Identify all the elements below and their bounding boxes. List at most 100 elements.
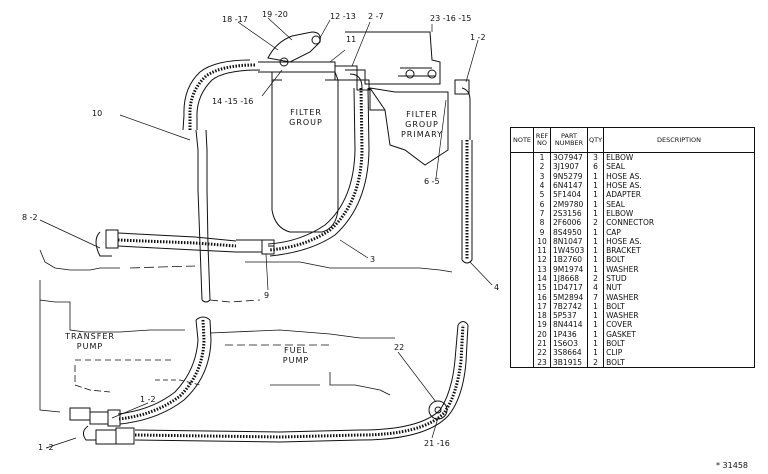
cell-ref: 7 — [533, 208, 551, 219]
table-header-row: NOTE REF NO PART NUMBER QTY DESCRIPTION — [510, 127, 755, 153]
cell-desc: BOLT — [603, 255, 755, 265]
transfer-pump-label: TRANSFER PUMP — [65, 332, 115, 351]
callout-4: 4 — [494, 283, 500, 292]
cell-note — [510, 152, 534, 163]
cell-note — [510, 329, 534, 339]
cell-ref: 22 — [533, 348, 551, 358]
callout-8-2: 8 -2 — [22, 213, 38, 222]
cell-ref: 3 — [533, 171, 551, 181]
cell-desc: ELBOW — [603, 208, 755, 219]
header-ref-no: REF NO — [533, 127, 551, 153]
cell-desc: HOSE AS. — [603, 236, 755, 246]
cell-desc: ADAPTER — [603, 190, 755, 200]
cell-ref: 1 — [533, 152, 551, 163]
cell-ref: 18 — [533, 311, 551, 321]
cell-ref: 14 — [533, 273, 551, 284]
cell-note — [510, 245, 534, 256]
cell-note — [510, 190, 534, 200]
callout-3: 3 — [370, 255, 376, 264]
cell-desc: HOSE AS. — [603, 171, 755, 181]
cell-desc: HOSE AS. — [603, 180, 755, 191]
cell-ref: 16 — [533, 292, 551, 302]
cell-part: 1W4503 — [550, 245, 588, 256]
cell-note — [510, 199, 534, 209]
bracket — [345, 31, 441, 85]
cell-ref: 17 — [533, 301, 551, 312]
cell-desc: ELBOW — [603, 152, 755, 163]
callout-10: 10 — [92, 109, 103, 118]
cell-note — [510, 255, 534, 265]
cell-ref: 8 — [533, 218, 551, 228]
cell-qty: 1 — [586, 338, 605, 349]
cell-note — [510, 218, 534, 228]
cell-part: 5M2894 — [550, 292, 588, 302]
cell-desc: BRACKET — [603, 245, 755, 256]
cell-note — [510, 264, 534, 274]
cell-desc: GASKET — [603, 329, 755, 339]
cell-part: 8N4414 — [550, 320, 588, 330]
cell-desc: BOLT — [603, 301, 755, 312]
cell-part: 9N5279 — [550, 171, 588, 181]
cell-qty: 1 — [586, 199, 605, 209]
cell-part: 1B2760 — [550, 255, 588, 265]
cell-ref: 21 — [533, 338, 551, 349]
filter-group-primary-label: FILTER GROUP PRIMARY — [400, 110, 444, 139]
fuel-pump-label: FUEL PUMP — [282, 346, 310, 365]
cell-desc: WASHER — [603, 292, 755, 302]
cell-note — [510, 227, 534, 237]
cell-desc: CLIP — [603, 348, 755, 358]
cell-note — [510, 292, 534, 302]
callout-1-2-top: 1 -2 — [470, 33, 486, 42]
cell-part: 2F6006 — [550, 218, 588, 228]
cell-part: 3B1915 — [550, 357, 588, 368]
cell-ref: 2 — [533, 162, 551, 172]
cell-qty: 2 — [586, 357, 605, 368]
cell-ref: 20 — [533, 329, 551, 339]
cell-qty: 1 — [586, 255, 605, 265]
cell-qty: 2 — [586, 218, 605, 228]
cell-ref: 15 — [533, 283, 551, 293]
cell-qty: 1 — [586, 320, 605, 330]
cell-qty: 1 — [586, 236, 605, 246]
cell-note — [510, 180, 534, 191]
cell-part: 2M9780 — [550, 199, 588, 209]
cell-part: 7B2742 — [550, 301, 588, 312]
cell-note — [510, 357, 534, 368]
cell-note — [510, 301, 534, 312]
cell-part: 3S8664 — [550, 348, 588, 358]
cell-desc: SEAL — [603, 162, 755, 172]
cell-qty: 1 — [586, 180, 605, 191]
callout-21-16: 21 -16 — [424, 439, 450, 448]
cell-note — [510, 162, 534, 172]
header-note: NOTE — [510, 127, 534, 153]
cell-ref: 4 — [533, 180, 551, 191]
elbow-fittings-top — [334, 65, 370, 91]
cell-ref: 11 — [533, 245, 551, 256]
transfer-pump-fittings — [69, 407, 135, 445]
cell-desc: BOLT — [603, 338, 755, 349]
cell-part: 5F1404 — [550, 190, 588, 200]
cell-ref: 19 — [533, 320, 551, 330]
callout-6-5: 6 -5 — [424, 177, 440, 186]
hose-8 — [95, 229, 275, 257]
cell-desc: WASHER — [603, 311, 755, 321]
cell-desc: CONNECTOR — [603, 218, 755, 228]
cell-qty: 1 — [586, 301, 605, 312]
cell-ref: 13 — [533, 264, 551, 274]
callout-22: 22 — [394, 343, 405, 352]
cell-part: 2S3156 — [550, 208, 588, 219]
callout-9: 9 — [264, 291, 270, 300]
engine-outline — [39, 249, 453, 413]
cell-desc: BOLT — [603, 357, 755, 368]
